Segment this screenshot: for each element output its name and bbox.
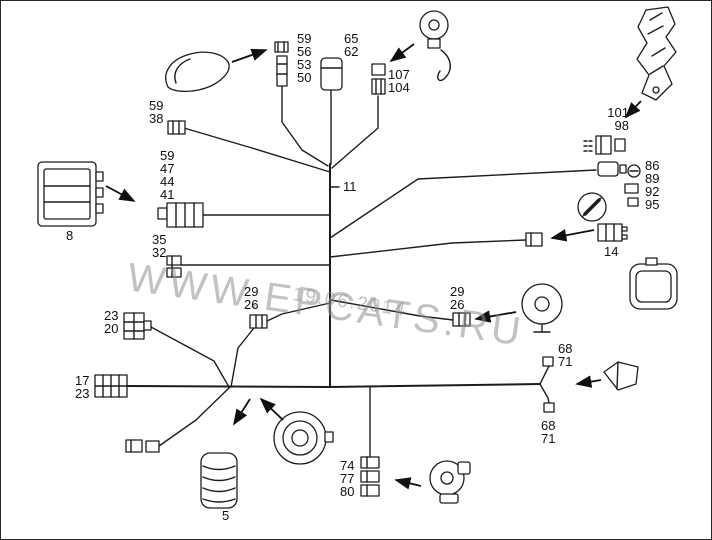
control-module bbox=[37, 161, 104, 227]
harness-wires bbox=[126, 85, 597, 457]
callout-mirror-59: 59 bbox=[297, 31, 311, 46]
callout-59c: 59 bbox=[160, 148, 174, 163]
callout-89: 89 bbox=[645, 171, 659, 186]
connector-14-arrow bbox=[550, 229, 595, 242]
mirror-connector bbox=[274, 41, 289, 87]
callout-mirror-53: 53 bbox=[297, 57, 311, 72]
horn-coil-arrow bbox=[259, 397, 284, 421]
connector-101-98 bbox=[583, 135, 626, 155]
window-motor bbox=[429, 460, 471, 504]
signal-horn bbox=[521, 283, 563, 333]
callout-92: 92 bbox=[645, 184, 659, 199]
mounting-bracket bbox=[603, 361, 639, 391]
callout-80: 80 bbox=[340, 484, 354, 499]
callout-101: 101 bbox=[607, 105, 629, 120]
callout-11: 11 bbox=[343, 179, 357, 194]
callout-59b: 59 bbox=[149, 98, 163, 113]
callout-labels: 59 56 53 50 65 62 107 104 59 38 59 47 44… bbox=[66, 31, 659, 523]
callout-44: 44 bbox=[160, 174, 174, 189]
connector-17-23 bbox=[94, 374, 128, 398]
callout-107: 107 bbox=[388, 67, 410, 82]
connector-86-89-92-95 bbox=[597, 161, 641, 207]
ignition-arrow bbox=[389, 43, 415, 63]
callout-41: 41 bbox=[160, 187, 174, 202]
callout-68-lower: 68 bbox=[541, 418, 555, 433]
motor-arrow bbox=[394, 477, 422, 490]
callout-mirror-56: 56 bbox=[297, 44, 311, 59]
module-bracket bbox=[629, 257, 678, 310]
callout-95: 95 bbox=[645, 197, 659, 212]
callout-26-right: 26 bbox=[450, 297, 464, 312]
ignition-switch bbox=[419, 10, 451, 82]
callout-47: 47 bbox=[160, 161, 174, 176]
bellows-arrow bbox=[233, 398, 251, 426]
callout-71-lower: 71 bbox=[541, 431, 555, 446]
connector-74-77-80 bbox=[360, 456, 380, 497]
callout-104: 104 bbox=[388, 80, 410, 95]
connector-14 bbox=[525, 223, 628, 247]
bottom-harness-wire bbox=[126, 383, 541, 388]
connector-68-71-upper bbox=[542, 356, 554, 367]
connector-29-26-right bbox=[452, 312, 471, 327]
callout-77: 77 bbox=[340, 471, 354, 486]
callout-71-upper: 71 bbox=[558, 354, 572, 369]
door-mirror bbox=[165, 51, 230, 93]
callout-29-left: 29 bbox=[244, 284, 258, 299]
callout-29-right: 29 bbox=[450, 284, 464, 299]
connector-107-104 bbox=[371, 63, 386, 95]
connector-59-47-44-41 bbox=[157, 202, 204, 228]
horn-coil bbox=[273, 411, 334, 465]
cable-bellows bbox=[200, 452, 238, 509]
callout-38: 38 bbox=[149, 111, 163, 126]
workshop-symbol bbox=[577, 192, 607, 222]
connector-pair-bottom-left bbox=[125, 439, 160, 453]
connector-68-71-lower bbox=[543, 402, 555, 413]
bracket-arrow bbox=[575, 375, 602, 388]
callout-26-left: 26 bbox=[244, 297, 258, 312]
mirror-arrow bbox=[231, 48, 268, 63]
callout-74: 74 bbox=[340, 458, 354, 473]
callout-98: 98 bbox=[615, 118, 629, 133]
callout-mirror-50: 50 bbox=[297, 70, 311, 85]
callout-8: 8 bbox=[66, 228, 73, 243]
callout-62: 62 bbox=[344, 44, 358, 59]
callout-32: 32 bbox=[152, 245, 166, 260]
door-lock-actuator bbox=[636, 6, 677, 101]
callout-23b: 23 bbox=[75, 386, 89, 401]
connector-23-20 bbox=[123, 312, 152, 340]
control-module-arrow bbox=[105, 185, 136, 202]
connector-65-62 bbox=[320, 57, 343, 91]
door-lock-arrow bbox=[624, 100, 642, 119]
connector-35-32 bbox=[166, 255, 182, 278]
callout-20: 20 bbox=[104, 321, 118, 336]
callout-65: 65 bbox=[344, 31, 358, 46]
horn-arrow bbox=[474, 310, 517, 323]
connector-59-38 bbox=[167, 120, 186, 135]
callout-14: 14 bbox=[604, 244, 618, 259]
callout-23a: 23 bbox=[104, 308, 118, 323]
callout-35: 35 bbox=[152, 232, 166, 247]
callout-86: 86 bbox=[645, 158, 659, 173]
callout-68-upper: 68 bbox=[558, 341, 572, 356]
connector-29-26-left bbox=[249, 314, 268, 329]
callout-17: 17 bbox=[75, 373, 89, 388]
callout-5: 5 bbox=[222, 508, 229, 523]
